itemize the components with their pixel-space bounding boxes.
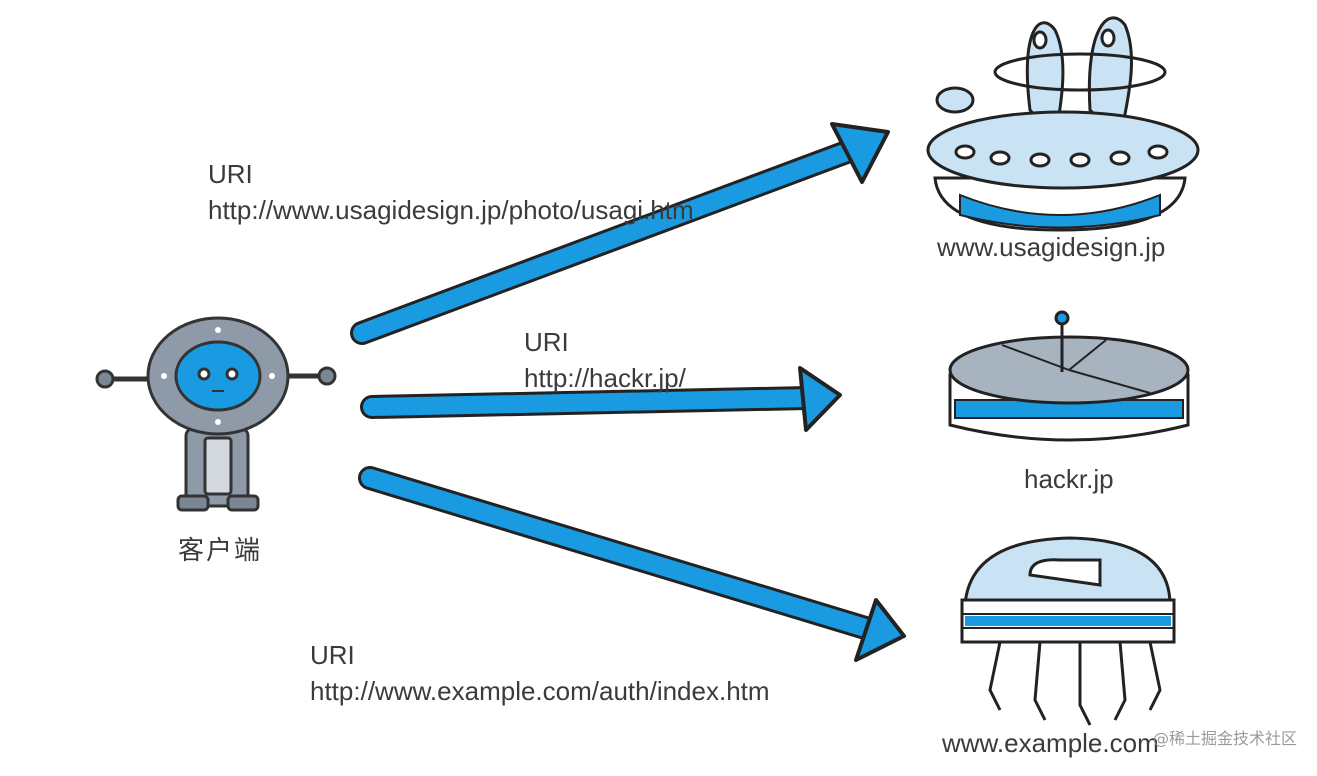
watermark: @稀土掘金技术社区 [1152,729,1297,748]
arrow-to-hackr [360,366,842,432]
uri-value-3: http://www.example.com/auth/index.htm [310,676,770,706]
arrow-to-example [358,466,906,662]
uri-title-1: URI [208,159,253,189]
uri-title-3: URI [310,640,355,670]
uri-title-2: URI [524,327,569,357]
client-label: 客户端 [178,536,263,566]
uri-value-1: http://www.usagidesign.jp/photo/usagi.ht… [208,195,694,225]
host-label-2: hackr.jp [1024,464,1114,494]
arrow-to-usagidesign [350,122,890,345]
hackr-server-icon [948,310,1190,442]
example-server-icon [960,536,1176,726]
client-robot-icon [95,316,337,512]
uri-value-2: http://hackr.jp/ [524,363,686,393]
uri-block-3: URI http://www.example.com/auth/index.ht… [310,637,770,709]
host-label-3: www.example.com [942,728,1159,758]
uri-block-2: URI http://hackr.jp/ [524,324,686,396]
host-label-1: www.usagidesign.jp [937,232,1166,262]
usagidesign-server-icon [926,16,1200,232]
uri-block-1: URI http://www.usagidesign.jp/photo/usag… [208,156,694,228]
